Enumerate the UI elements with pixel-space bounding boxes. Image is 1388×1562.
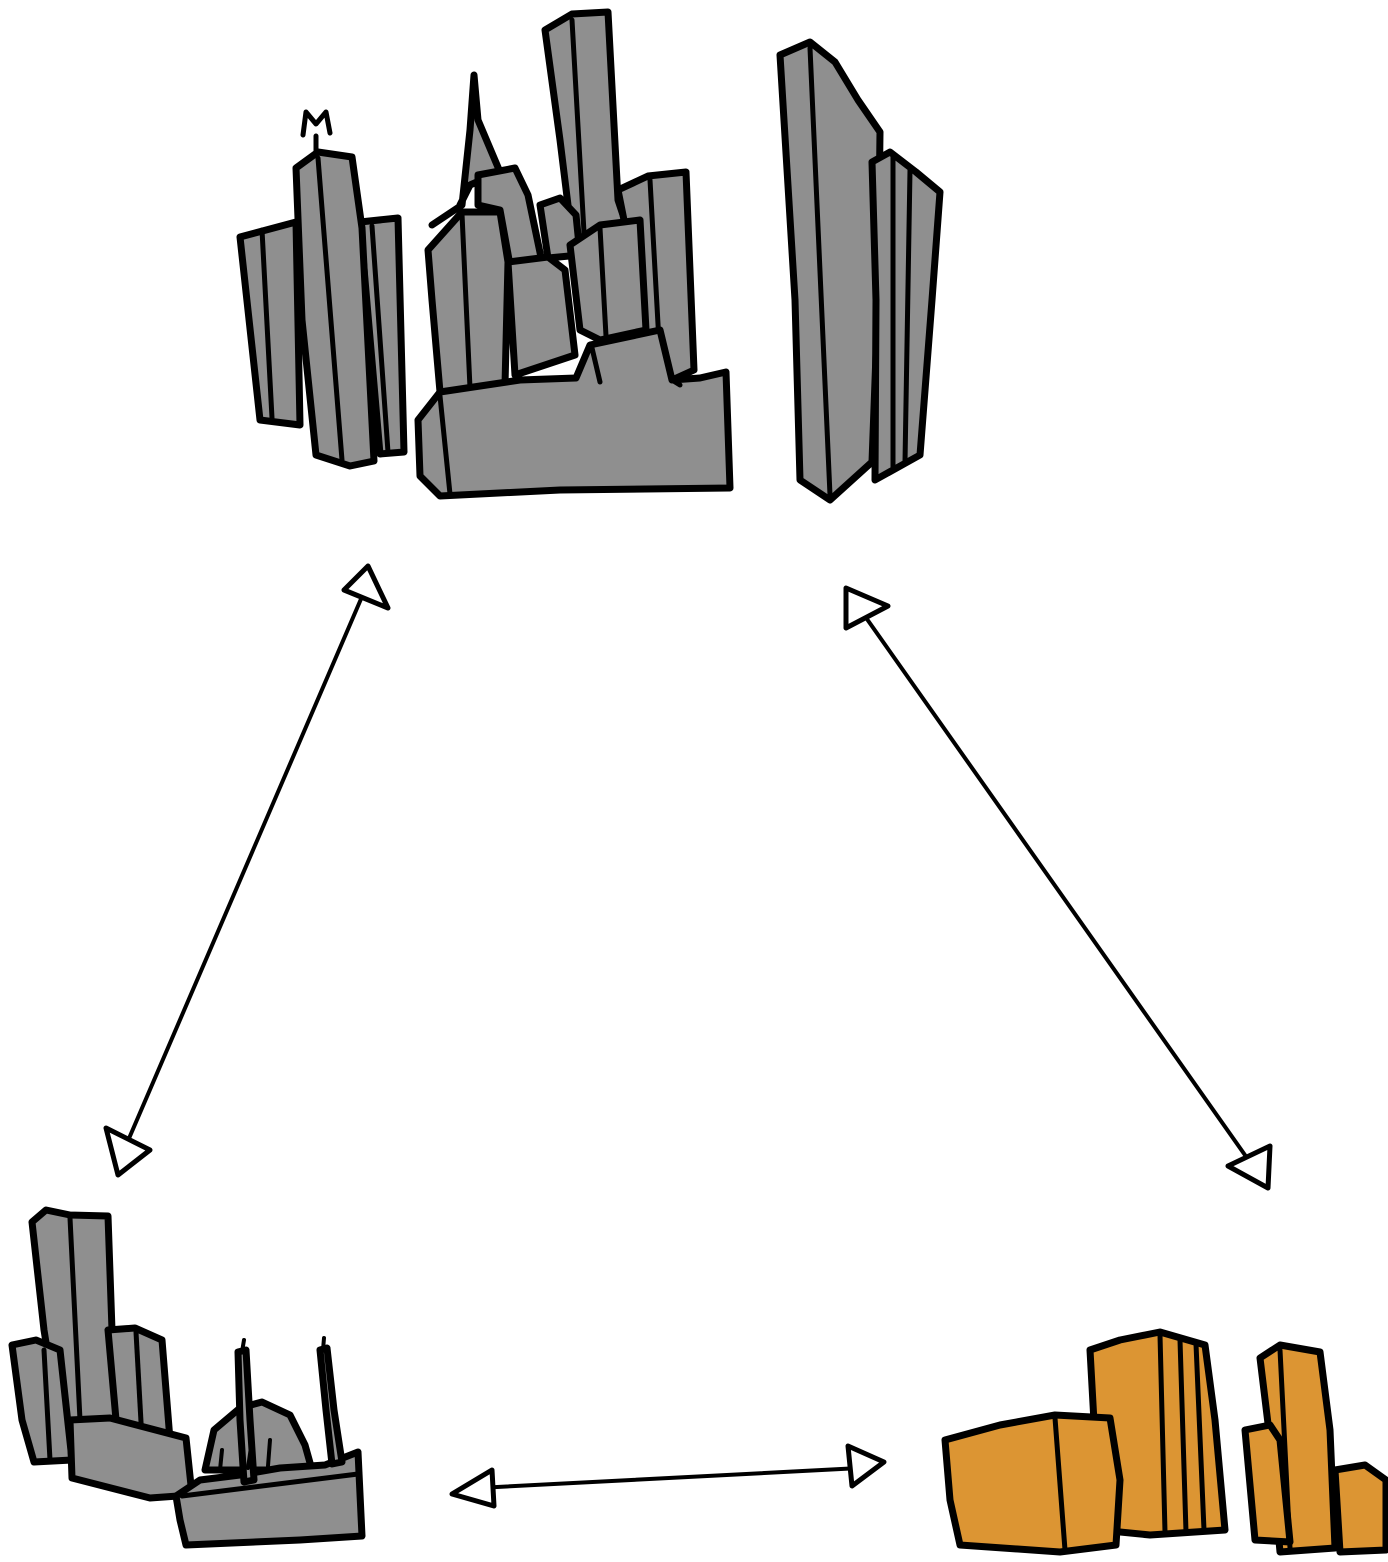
br-left-block-seam xyxy=(1052,1415,1068,1553)
top-podium-seam-2 xyxy=(589,345,603,385)
bl-mosque-doors xyxy=(218,1438,272,1472)
top-podium-seam xyxy=(437,393,453,497)
bl-minaret-left xyxy=(234,1346,258,1486)
br-tall-block-seam-1 xyxy=(1157,1332,1168,1535)
top-podium-seam-3 xyxy=(669,377,683,388)
top-left-building-seam-2 xyxy=(369,223,391,455)
arrow-top-left-head xyxy=(341,563,391,611)
br-left-block xyxy=(941,1411,1124,1556)
arrow-top-right-head xyxy=(843,585,891,631)
top-central-tower-seam xyxy=(569,17,588,253)
arrow-top-to-bottom-right xyxy=(843,585,1273,1191)
br-tall-block-seam-2 xyxy=(1177,1337,1189,1535)
bl-podium xyxy=(66,1414,196,1502)
top-mid-tower xyxy=(566,216,650,344)
top-podium xyxy=(414,326,734,500)
arrow-bottom-right-end-head xyxy=(845,1443,887,1489)
arrow-bottom-left-head xyxy=(103,1125,153,1178)
antenna-m-icon xyxy=(300,109,333,157)
br-right-low-block xyxy=(1241,1421,1294,1546)
bottom-left-cluster xyxy=(8,1206,366,1549)
top-gabled-seam xyxy=(459,211,473,391)
top-left-building-seam xyxy=(259,227,275,421)
bl-minaret-right xyxy=(316,1344,346,1468)
top-right-tower-seam xyxy=(807,45,833,498)
bl-mid-block-seam xyxy=(133,1329,145,1443)
bl-mosque-base xyxy=(172,1448,366,1549)
arrow-top-left-line xyxy=(122,590,366,1152)
arrow-bottom-line xyxy=(476,1466,862,1490)
arrow-top-to-bottom-left xyxy=(103,563,391,1178)
arrow-bottom-left-to-bottom-right xyxy=(449,1443,887,1509)
br-tall-block-seam-3 xyxy=(1193,1341,1207,1533)
br-right-corner-block xyxy=(1331,1461,1388,1556)
bl-tall-tower-seam xyxy=(67,1215,83,1423)
arrow-bottom-right-head xyxy=(1225,1143,1273,1191)
bl-left-block-seam xyxy=(41,1347,53,1463)
top-left-tower xyxy=(292,148,378,470)
top-cluster xyxy=(236,8,944,504)
arrow-top-right-line xyxy=(860,610,1254,1167)
top-left-building-back xyxy=(236,218,304,429)
bl-minaret-right-tip xyxy=(321,1336,326,1352)
top-right-short-tower-seam-2 xyxy=(902,167,913,465)
bl-minaret-left-tip xyxy=(240,1338,246,1354)
bl-mosque-base-seam xyxy=(179,1471,361,1499)
top-right-tower xyxy=(776,38,884,504)
top-mid-block xyxy=(504,253,579,379)
top-left-tower-seam xyxy=(315,155,345,463)
bottom-right-cluster xyxy=(941,1328,1388,1556)
arrow-bottom-left-end-head xyxy=(449,1467,497,1509)
top-mid-tower-seam xyxy=(597,225,609,339)
